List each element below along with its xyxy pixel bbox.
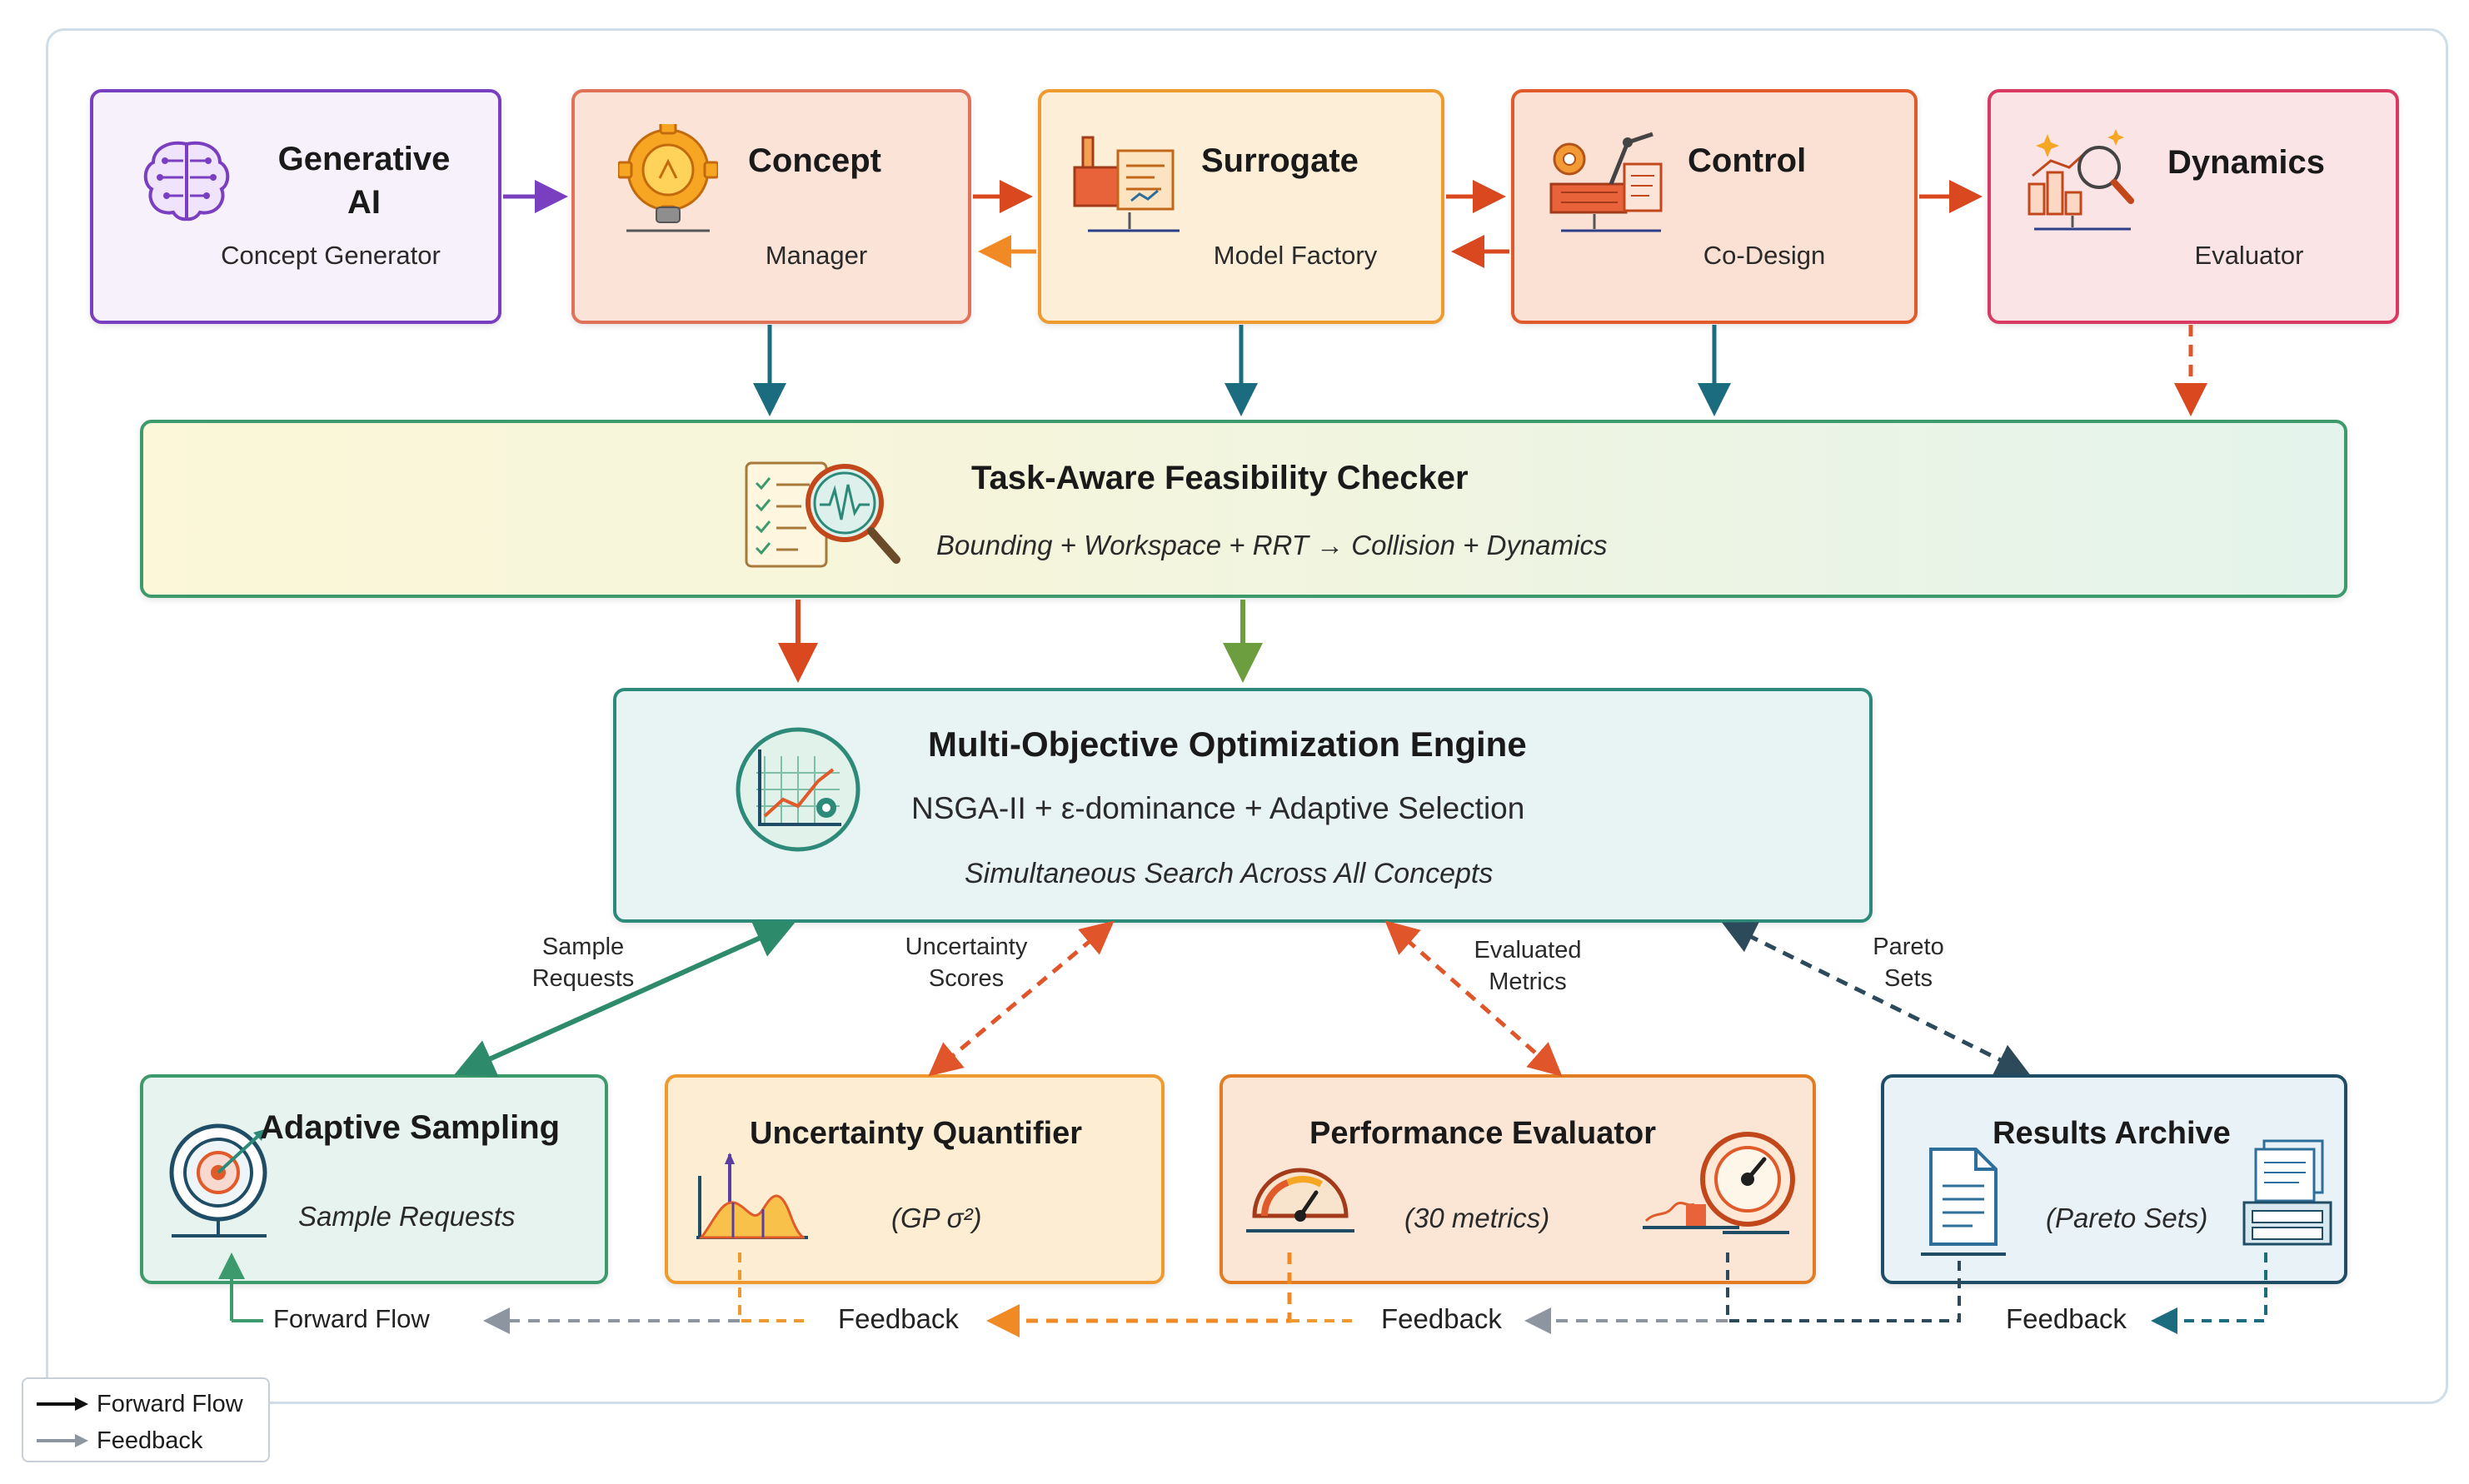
- performance-evaluator-box[interactable]: Performance Evaluator (30 metrics): [1220, 1074, 1816, 1284]
- surrogate-title: Surrogate: [1201, 142, 1359, 179]
- generative-ai-title-line1: Generative: [277, 141, 451, 177]
- dynamics-title: Dynamics: [2167, 144, 2325, 181]
- gauge-icon: [1246, 1168, 1354, 1233]
- brain-circuit-icon: [143, 141, 230, 222]
- engine-tagline: Simultaneous Search Across All Concepts: [965, 858, 1494, 889]
- legend: Forward Flow Feedback: [22, 1377, 270, 1462]
- feedback-label-3: Feedback: [1998, 1303, 2135, 1335]
- engine-methods: NSGA-II + ε-dominance + Adaptive Selecti…: [911, 791, 1525, 825]
- distribution-chart-icon: [696, 1153, 808, 1239]
- concept-subtitle: Manager: [765, 241, 868, 270]
- feedback-label-1: Feedback: [830, 1303, 967, 1335]
- uncertainty-quantifier-subtitle: (GP σ²): [891, 1203, 982, 1233]
- archive-stack-icon: [2242, 1139, 2332, 1246]
- dynamics-evaluator-box[interactable]: Dynamics Evaluator: [1988, 89, 2399, 324]
- target-icon: [169, 1123, 267, 1237]
- generative-ai-title-line2: AI: [347, 184, 381, 221]
- feedback-label-2: Feedback: [1373, 1303, 1510, 1335]
- surrogate-model-factory-box[interactable]: Surrogate Model Factory: [1038, 89, 1444, 324]
- results-archive-subtitle: (Pareto Sets): [2046, 1203, 2208, 1233]
- feasibility-pipeline: Bounding + Workspace + RRT → Collision +…: [936, 530, 1608, 560]
- concept-title: Concept: [748, 142, 881, 179]
- adaptive-sampling-subtitle: Sample Requests: [298, 1201, 516, 1232]
- concept-manager-box[interactable]: Concept Manager: [571, 89, 971, 324]
- forward-arrow-icon: [37, 1397, 88, 1411]
- uncertainty-quantifier-box[interactable]: Uncertainty Quantifier (GP σ²): [665, 1074, 1165, 1284]
- performance-evaluator-subtitle: (30 metrics): [1404, 1203, 1550, 1233]
- results-archive-box[interactable]: Results Archive (Pareto Sets): [1881, 1074, 2347, 1284]
- generative-ai-box[interactable]: Generative AI Concept Generator: [90, 89, 501, 324]
- control-title: Control: [1688, 142, 1807, 179]
- adaptive-sampling-title: Adaptive Sampling: [260, 1109, 561, 1146]
- factory-icon: [1073, 136, 1180, 232]
- legend-forward-label: Forward Flow: [97, 1391, 243, 1417]
- speedometer-icon: [1643, 1132, 1795, 1234]
- forward-flow-label: Forward Flow: [265, 1304, 438, 1334]
- chart-magnifier-icon: [2028, 129, 2134, 231]
- surrogate-subtitle: Model Factory: [1213, 241, 1378, 270]
- results-archive-title: Results Archive: [1993, 1116, 2231, 1151]
- uncertainty-quantifier-title: Uncertainty Quantifier: [750, 1116, 1083, 1151]
- optimization-engine-box[interactable]: Multi-Objective Optimization Engine NSGA…: [613, 688, 1873, 923]
- optimization-chart-icon: [736, 727, 860, 852]
- adaptive-sampling-box[interactable]: Adaptive Sampling Sample Requests: [140, 1074, 608, 1284]
- feasibility-title: Task-Aware Feasibility Checker: [971, 460, 1469, 496]
- feedback-arrow-icon: [37, 1434, 88, 1447]
- dynamics-subtitle: Evaluator: [2194, 241, 2304, 270]
- control-subtitle: Co-Design: [1703, 241, 1826, 270]
- engine-title: Multi-Objective Optimization Engine: [928, 725, 1527, 764]
- performance-evaluator-title: Performance Evaluator: [1309, 1116, 1657, 1151]
- control-co-design-box[interactable]: Control Co-Design: [1511, 89, 1918, 324]
- lightbulb-gear-icon: [618, 124, 718, 232]
- checklist-magnifier-icon: [745, 461, 900, 568]
- robot-arm-icon: [1549, 132, 1663, 232]
- feasibility-checker-box[interactable]: Task-Aware Feasibility Checker Bounding …: [140, 420, 2347, 598]
- document-icon: [1921, 1148, 2006, 1256]
- legend-feedback-label: Feedback: [97, 1427, 203, 1454]
- generative-ai-subtitle: Concept Generator: [221, 241, 441, 270]
